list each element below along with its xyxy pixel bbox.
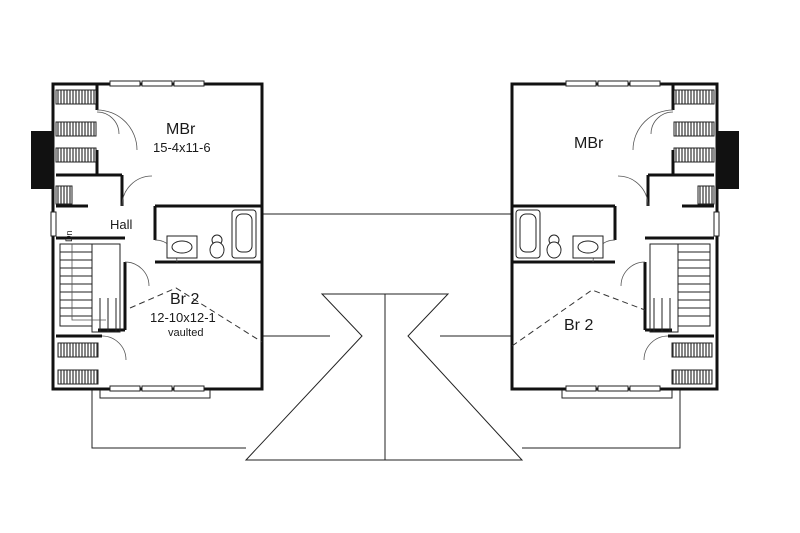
- left-br2-note: vaulted: [168, 327, 203, 339]
- right-stairs: [649, 243, 711, 333]
- right-bath: [515, 209, 604, 259]
- left-chimney: [31, 131, 53, 189]
- left-stairs: [59, 243, 121, 333]
- left-mbr-label: MBr: [166, 121, 196, 138]
- right-vault-line: [511, 289, 646, 347]
- left-windows: [50, 80, 211, 399]
- right-unit: MBr Br 2: [510, 80, 739, 399]
- roof-connector: [91, 213, 681, 461]
- left-bath: [166, 209, 257, 259]
- left-hall-label: Hall: [110, 217, 133, 232]
- left-interior-walls: [56, 84, 262, 338]
- right-windows: [561, 80, 720, 399]
- right-chimney: [717, 131, 739, 189]
- left-closets: [55, 89, 99, 385]
- left-dn-label: Dn: [64, 230, 74, 242]
- right-br2-label: Br 2: [564, 317, 593, 334]
- left-br2-dims: 12-10x12-1: [150, 310, 216, 325]
- right-mbr-label: MBr: [574, 135, 604, 152]
- left-mbr-dims: 15-4x11-6: [153, 140, 211, 155]
- right-doors: [592, 109, 674, 361]
- right-closets: [671, 89, 715, 385]
- left-vault-line: [129, 287, 263, 343]
- left-unit: MBr 15-4x11-6 Hall Dn Br 2 12-10x12-1 va…: [31, 80, 264, 399]
- right-interior-walls: [512, 84, 714, 338]
- left-br2-label: Br 2: [170, 291, 199, 308]
